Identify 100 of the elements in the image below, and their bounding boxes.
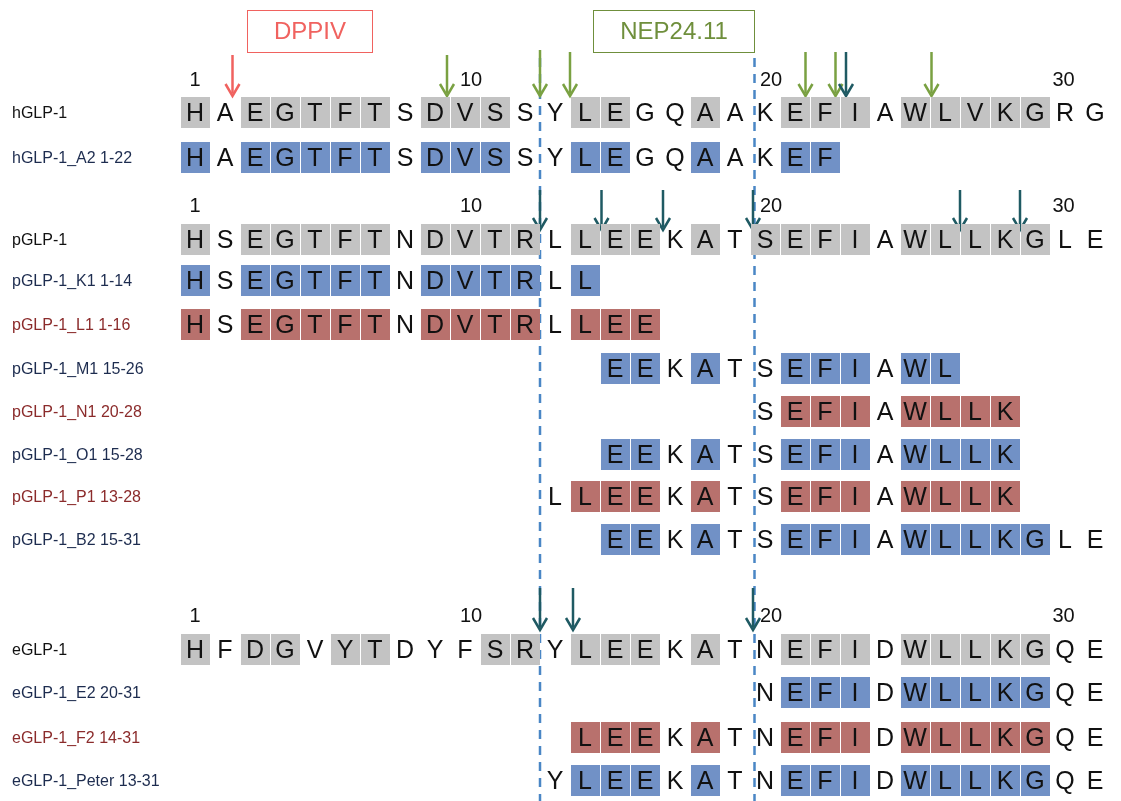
highlighted-residue: F: [810, 722, 840, 753]
highlighted-residue: K: [990, 634, 1020, 665]
highlighted-residue: E: [600, 634, 630, 665]
residue-letter: L: [547, 265, 563, 296]
highlighted-residue: K: [990, 524, 1020, 555]
highlighted-residue: F: [810, 524, 840, 555]
highlighted-residue: T: [480, 265, 510, 296]
highlighted-residue: L: [960, 224, 990, 255]
highlighted-residue: E: [630, 224, 660, 255]
residue-letter: T: [726, 224, 744, 255]
peptide-name: pGLP-1_O1 15-28: [12, 445, 143, 465]
highlighted-residue: E: [630, 309, 660, 340]
peptide-name: pGLP-1_P1 13-28: [12, 487, 141, 507]
highlighted-residue: E: [780, 97, 810, 128]
highlighted-residue: G: [1020, 677, 1050, 708]
highlighted-residue: L: [930, 224, 960, 255]
highlighted-residue: L: [930, 481, 960, 512]
residue-letter: L: [1057, 524, 1073, 555]
position-number: 1: [189, 68, 201, 90]
highlighted-residue: L: [960, 765, 990, 796]
highlighted-residue: E: [780, 481, 810, 512]
highlighted-residue: G: [1020, 765, 1050, 796]
residue-letter: E: [1085, 722, 1105, 753]
highlighted-residue: G: [1020, 634, 1050, 665]
highlighted-residue: K: [990, 677, 1020, 708]
residue-letter: Y: [545, 634, 565, 665]
highlighted-residue: G: [270, 634, 300, 665]
residue-letter: K: [755, 97, 775, 128]
highlighted-residue: I: [840, 634, 870, 665]
highlighted-residue: E: [600, 481, 630, 512]
position-number: 20: [759, 68, 783, 90]
residue-letter: N: [754, 677, 776, 708]
highlighted-residue: L: [570, 224, 600, 255]
peptide-name: hGLP-1: [12, 103, 68, 123]
highlighted-residue: W: [900, 224, 930, 255]
highlighted-residue: H: [180, 309, 210, 340]
highlighted-residue: F: [330, 224, 360, 255]
residue-letter: N: [394, 265, 416, 296]
highlighted-residue: F: [810, 353, 840, 384]
highlighted-residue: L: [960, 396, 990, 427]
highlighted-residue: L: [930, 439, 960, 470]
highlighted-residue: L: [570, 481, 600, 512]
residue-letter: N: [754, 634, 776, 665]
residue-letter: A: [875, 481, 895, 512]
highlighted-residue: L: [930, 634, 960, 665]
highlighted-residue: L: [930, 396, 960, 427]
highlighted-residue: F: [330, 142, 360, 173]
residue-letter: S: [755, 353, 775, 384]
highlighted-residue: I: [840, 481, 870, 512]
residue-letter: K: [665, 722, 685, 753]
highlighted-residue: L: [930, 97, 960, 128]
highlighted-residue: L: [570, 142, 600, 173]
highlighted-residue: E: [780, 439, 810, 470]
residue-letter: Q: [1054, 722, 1076, 753]
highlighted-residue: E: [780, 722, 810, 753]
highlighted-residue: E: [630, 481, 660, 512]
residue-letter: S: [755, 396, 775, 427]
highlighted-residue: K: [990, 481, 1020, 512]
residue-letter: Q: [664, 142, 686, 173]
residue-letter: G: [1084, 97, 1106, 128]
highlighted-residue: F: [330, 97, 360, 128]
highlighted-residue: E: [780, 396, 810, 427]
highlighted-residue: T: [360, 97, 390, 128]
highlighted-residue: F: [810, 481, 840, 512]
highlighted-residue: L: [930, 722, 960, 753]
residue-letter: K: [665, 765, 685, 796]
highlighted-residue: F: [810, 97, 840, 128]
residue-letter: S: [395, 97, 415, 128]
residue-letter: T: [726, 439, 744, 470]
residue-letter: N: [754, 722, 776, 753]
residue-letter: E: [1085, 224, 1105, 255]
residue-letter: S: [515, 97, 535, 128]
enzyme-label: DPPIV: [247, 10, 373, 53]
highlighted-residue: A: [690, 97, 720, 128]
position-number: 10: [459, 194, 483, 216]
peptide-name: hGLP-1_A2 1-22: [12, 148, 133, 168]
highlighted-residue: I: [840, 722, 870, 753]
highlighted-residue: G: [270, 97, 300, 128]
highlighted-residue: E: [780, 353, 810, 384]
highlighted-residue: W: [900, 677, 930, 708]
highlighted-residue: S: [480, 634, 510, 665]
residue-letter: Q: [1054, 677, 1076, 708]
highlighted-residue: K: [990, 722, 1020, 753]
highlighted-residue: D: [420, 265, 450, 296]
highlighted-residue: Y: [330, 634, 360, 665]
highlighted-residue: L: [930, 765, 960, 796]
highlighted-residue: A: [690, 224, 720, 255]
position-number: 10: [459, 68, 483, 90]
residue-letter: Y: [545, 765, 565, 796]
highlighted-residue: A: [690, 722, 720, 753]
highlighted-residue: L: [570, 765, 600, 796]
highlighted-residue: F: [810, 396, 840, 427]
highlighted-residue: W: [900, 634, 930, 665]
highlighted-residue: A: [690, 634, 720, 665]
highlighted-residue: L: [930, 677, 960, 708]
highlighted-residue: E: [600, 142, 630, 173]
residue-letter: V: [305, 634, 325, 665]
highlighted-residue: F: [810, 677, 840, 708]
highlighted-residue: G: [270, 265, 300, 296]
highlighted-residue: W: [900, 481, 930, 512]
